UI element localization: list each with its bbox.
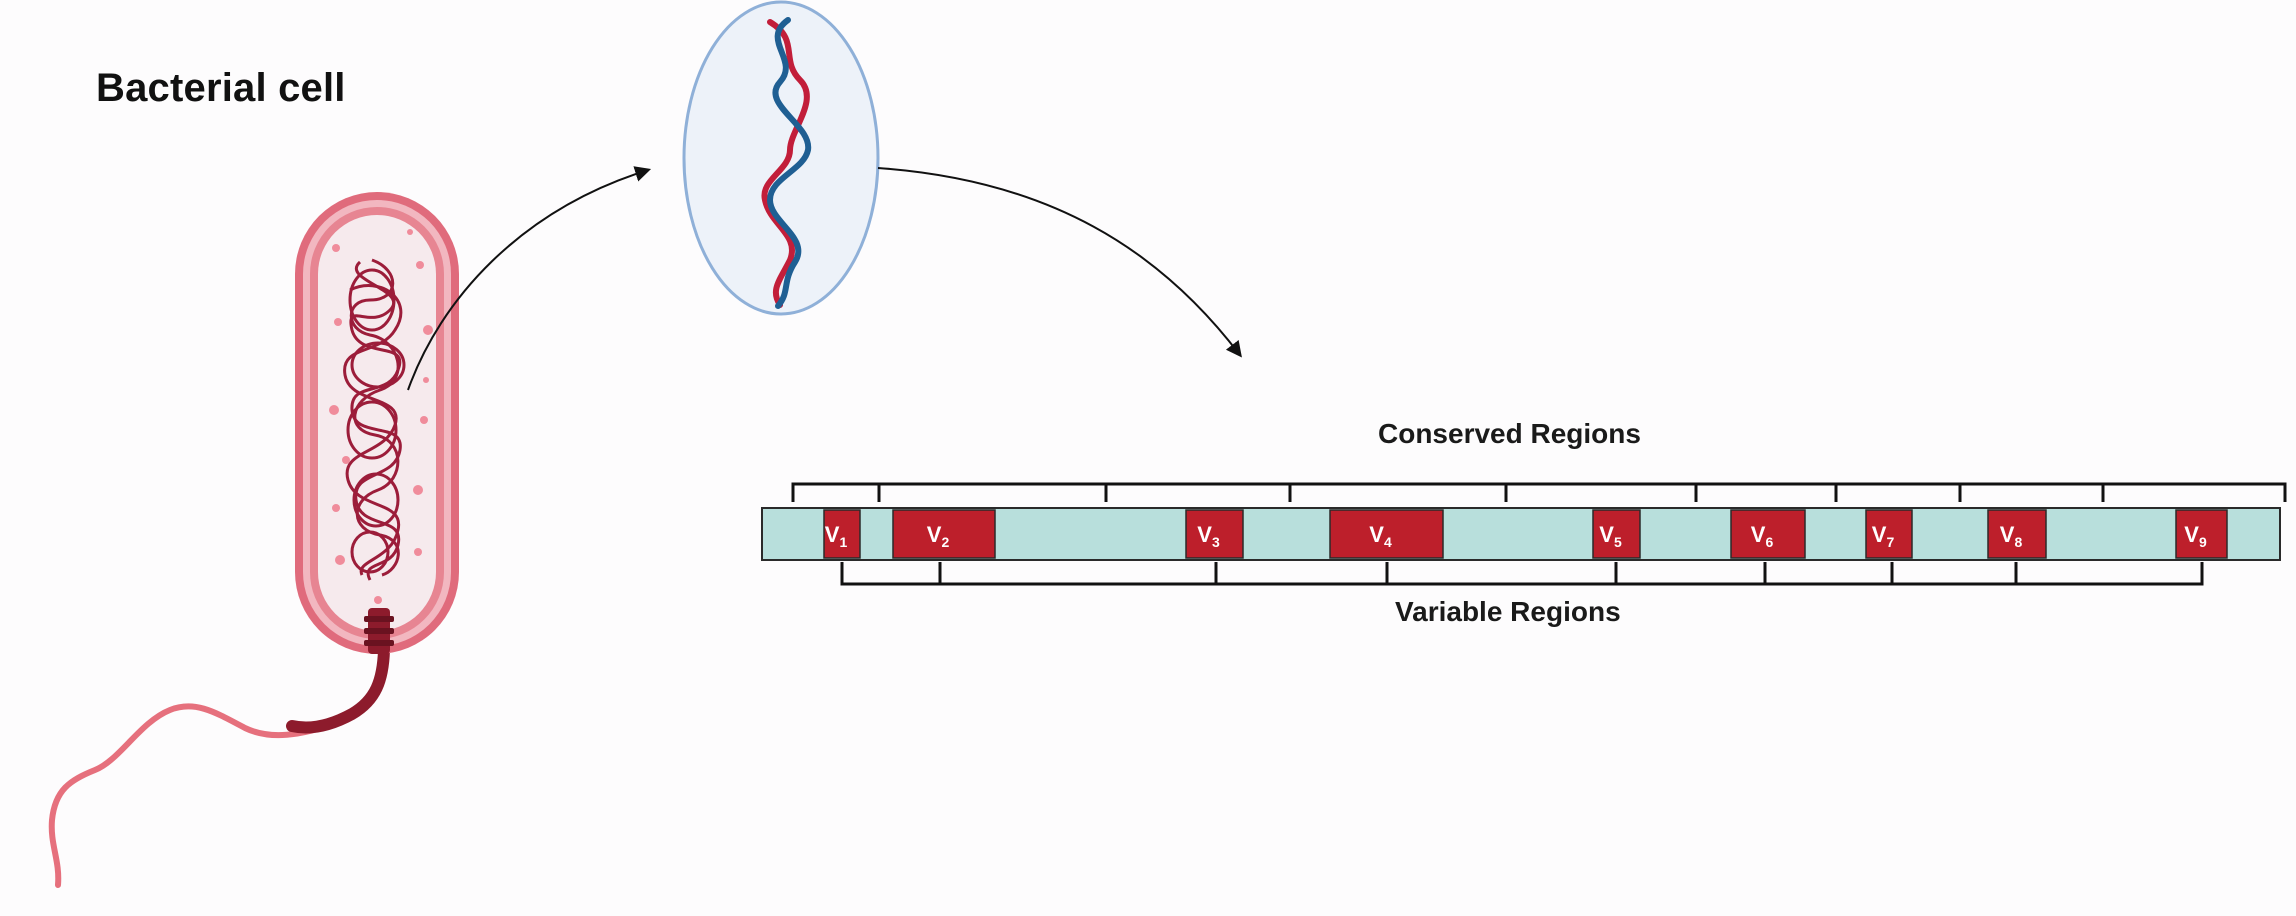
variable-region-label-v9: V9 bbox=[2184, 522, 2207, 550]
ribosome-dots bbox=[329, 229, 433, 604]
variable-region-label-v2: V2 bbox=[927, 522, 950, 550]
conserved-regions-label: Conserved Regions bbox=[1378, 418, 1641, 449]
bacterial-cell bbox=[295, 192, 459, 654]
variable-region-label-v1: V1 bbox=[825, 522, 848, 550]
variable-region-label-v4: V4 bbox=[1369, 522, 1392, 550]
dna-strand-blue bbox=[766, 17, 812, 309]
chromosome bbox=[343, 258, 406, 581]
variable-region-v3 bbox=[1185, 509, 1244, 559]
dna-strand-red bbox=[761, 19, 810, 308]
conserved-brackets bbox=[791, 482, 2287, 502]
variable-region-label-v3: V3 bbox=[1197, 522, 1220, 550]
variable-region-label-v6: V6 bbox=[1751, 522, 1774, 550]
flagellum bbox=[48, 647, 387, 888]
variable-region-label-v7: V7 bbox=[1872, 522, 1895, 550]
flagellum-hook bbox=[286, 644, 390, 734]
variable-region-v1 bbox=[823, 509, 861, 559]
flagellum-basal-body bbox=[364, 608, 394, 654]
arrow-to-dna-zoom bbox=[407, 166, 652, 391]
variable-brackets bbox=[840, 562, 2204, 586]
bacterial-cell-title: Bacterial cell bbox=[96, 66, 346, 110]
variable-region-v7 bbox=[1865, 509, 1913, 559]
variable-region-v6 bbox=[1730, 509, 1806, 559]
variable-region-v2 bbox=[892, 509, 996, 559]
variable-region-label-v8: V8 bbox=[2000, 522, 2023, 550]
variable-region-v9 bbox=[2175, 509, 2228, 559]
variable-region-label-v5: V5 bbox=[1599, 522, 1622, 550]
arrow-to-16s-gene bbox=[877, 167, 1242, 358]
variable-region-v4 bbox=[1329, 509, 1444, 559]
variable-region-v5 bbox=[1592, 509, 1641, 559]
variable-region-blocks: V1 V2 V3 V4 V5 V6 V7 V8 V9 bbox=[823, 509, 2228, 559]
variable-region-v8 bbox=[1987, 509, 2047, 559]
variable-regions-label: Variable Regions bbox=[1395, 596, 1621, 627]
dna-zoom-bubble bbox=[682, 0, 880, 316]
